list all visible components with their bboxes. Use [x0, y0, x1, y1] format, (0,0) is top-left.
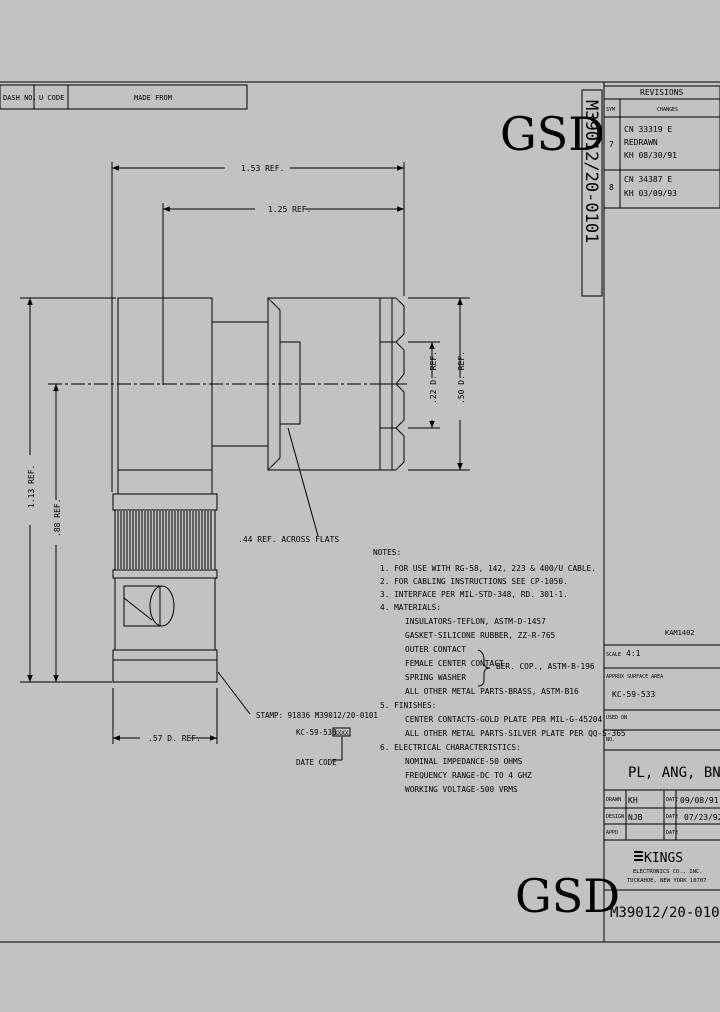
revision-line: KH 08/30/91	[624, 151, 677, 160]
u-code-header: U CODE	[39, 94, 64, 102]
notes-block: NOTES: 1. FOR USE WITH RG-58, 142, 223 &…	[373, 548, 626, 794]
note-line: OUTER CONTACT	[405, 645, 466, 654]
appd-label: APPD	[606, 830, 618, 836]
company-logo-text: KINGS	[644, 851, 683, 866]
note-line: GASKET-SILICONE RUBBER, ZZ-R-765	[405, 631, 556, 640]
kc-box-text: XXXX	[334, 730, 349, 737]
knurled-grip	[117, 511, 212, 569]
design-by: NJB	[628, 813, 643, 822]
revisions-table	[603, 85, 720, 209]
used-on-label: USED ON	[606, 715, 627, 721]
note-line: ALL OTHER METAL PARTS-SILVER PLATE PER Q…	[405, 729, 626, 738]
title-block-grid	[604, 644, 720, 891]
approx-surface-value: KC-59-533	[612, 690, 656, 699]
dim-0-22-d-ref: .22 D. REF.	[429, 351, 438, 404]
part-description: PL, ANG, BNC	[628, 765, 720, 781]
note-line: 4. MATERIALS:	[380, 603, 441, 612]
drawn-date: 09/08/91	[680, 796, 719, 805]
drawn-date-label: DATE	[666, 797, 678, 803]
note-line: SPRING WASHER	[405, 673, 466, 682]
revision-line: CN 34387 E	[624, 175, 672, 184]
made-from-header: MADE FROM	[134, 94, 172, 102]
note-line: CENTER CONTACTS-GOLD PLATE PER MIL-G-452…	[405, 715, 602, 724]
revisions-sym-header: SYM	[606, 107, 615, 113]
dim-0-57-d-ref: .57 D. REF.	[148, 734, 201, 743]
design-label: DESIGN	[606, 814, 624, 820]
note-line: ALL OTHER METAL PARTS-BRASS, ASTM-B16	[405, 687, 579, 696]
top-left-table	[0, 84, 248, 110]
connector-body	[112, 297, 405, 683]
gsd-stamp-top: GSD	[500, 107, 605, 161]
no-label: NO.	[606, 737, 615, 743]
note-line: WORKING VOLTAGE-500 VRMS	[405, 785, 518, 794]
company-line-2: TUCKAHOE, NEW YORK 10707	[627, 878, 706, 884]
kc-callout: KC-59-533	[296, 728, 337, 737]
design-date-label: DATE	[666, 814, 678, 820]
dim-1-13-ref: 1.13 REF.	[27, 465, 36, 508]
note-line: INSULATORS-TEFLON, ASTM-D-1457	[405, 617, 546, 626]
revision-sym: 7	[609, 140, 614, 149]
scale-label: SCALE	[606, 652, 621, 658]
revision-line: CN 33319 E	[624, 125, 672, 134]
drawn-by: KH	[628, 796, 638, 805]
dim-1-25-ref: 1.25 REF.	[268, 205, 311, 214]
design-date: 07/23/92	[684, 813, 720, 822]
approx-surface-label: APPROX SURFACE AREA	[606, 674, 663, 680]
revisions-header: REVISIONS	[640, 88, 684, 97]
sheet-border	[0, 81, 720, 943]
vertical-part-number-box	[581, 89, 603, 297]
kings-logo-icon	[634, 851, 643, 861]
note-line: 1. FOR USE WITH RG-58, 142, 223 & 400/U …	[380, 564, 596, 573]
revisions-changes-header: CHANGES	[657, 107, 678, 113]
scale-value: 4:1	[626, 649, 641, 658]
note-line: 3. INTERFACE PER MIL-STD-348, RD. 301-1.	[380, 590, 568, 599]
company-line-1: ELECTRONICS CO., INC.	[633, 869, 703, 875]
revision-sym: 8	[609, 183, 614, 192]
revision-line: REDRAWN	[624, 138, 658, 147]
dim-1-53-ref: 1.53 REF.	[241, 164, 284, 173]
dim-0-50-d-ref: .50 D. REF.	[457, 351, 466, 404]
gsd-stamp-bottom: GSD	[515, 869, 620, 923]
drawn-label: DRAWN	[606, 797, 621, 803]
revision-line: KH 03/09/93	[624, 189, 677, 198]
note-line: FEMALE CENTER CONTACT	[405, 659, 504, 668]
appd-date-label: DATE	[666, 830, 678, 836]
note-line: 2. FOR CABLING INSTRUCTIONS SEE CP-1050.	[380, 577, 568, 586]
vertical-part-number: M39012/20-0101	[581, 100, 601, 243]
note-line: 6. ELECTRICAL CHARACTERISTICS:	[380, 743, 521, 752]
part-number-bottom: M39012/20-0101	[610, 905, 720, 921]
dash-no-header: DASH NO.	[3, 94, 37, 102]
dim-0-88-ref: .88 REF.	[53, 498, 62, 537]
note-line: NOMINAL IMPEDANCE-50 OHMS	[405, 757, 523, 766]
note-line: 5. FINISHES:	[380, 701, 436, 710]
dim-0-44-across-flats: .44 REF. ACROSS FLATS	[238, 535, 339, 544]
note-line: BER. COP., ASTM-B-196	[496, 662, 595, 671]
dimension-lines	[20, 162, 491, 761]
date-code-callout: DATE CODE	[296, 758, 337, 767]
note-line: FREQUENCY RANGE-DC TO 4 GHZ	[405, 771, 532, 780]
stamp-callout: STAMP: 91836 M39012/20-0101	[256, 711, 378, 720]
ref-code: KAM1402	[665, 629, 695, 637]
notes-title: NOTES:	[373, 548, 401, 557]
